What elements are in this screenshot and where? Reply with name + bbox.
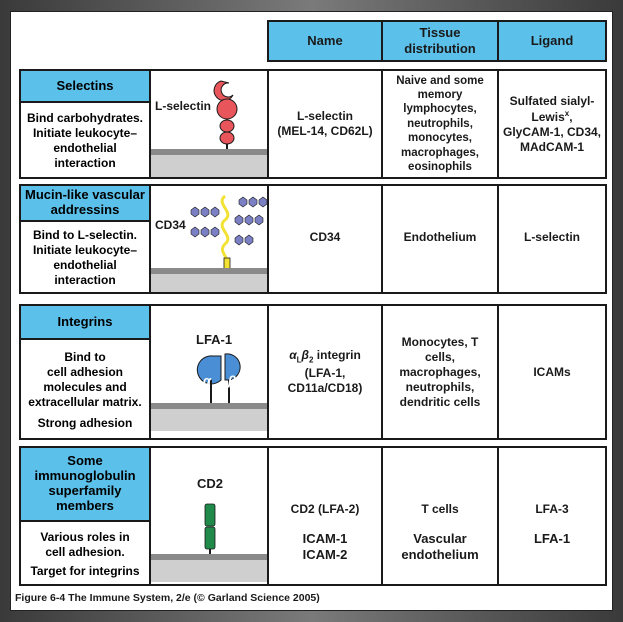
row-integrins-label: Integrins Bind to cell adhesion molecule… [19, 304, 151, 440]
ligand-lfa1: ICAMs [497, 304, 607, 440]
cell-membrane [151, 403, 267, 431]
name-selectin: L-selectin (MEL-14, CD62L) [267, 69, 383, 179]
tissue-text: Monocytes, T cells, macrophages, neutrop… [399, 334, 481, 409]
tissue-text: Naive and some memory lymphocytes, neutr… [396, 74, 484, 173]
molecule-cd2-cell: CD2 [149, 446, 269, 586]
category-integrins: Integrins [21, 306, 149, 340]
name-line: (LFA-1, [304, 365, 346, 380]
name-integrin: αLβ2 integrin [289, 348, 361, 365]
ligand-line: LFA-1 [533, 531, 571, 546]
desc-line: Strong adhesion [37, 415, 133, 430]
cell-membrane [151, 149, 267, 177]
header-ligand: Ligand [497, 20, 607, 62]
ligand-line: GlyCAM-1, CD34, [502, 124, 602, 139]
name-lfa1: αLβ2 integrin (LFA-1, CD11a/CD18) [267, 304, 383, 440]
desc-line: interaction [54, 273, 116, 287]
molecule-label-cd34: CD34 [155, 218, 186, 232]
name-cd2: CD2 (LFA-2) ICAM-1 ICAM-2 [267, 446, 383, 586]
ligand-lewis: Lewis [531, 109, 565, 124]
ligand-line: Sulfated sialyl- [509, 93, 595, 108]
desc-line: Bind to L-selectin. [32, 228, 137, 242]
ligand-cd34: L-selectin [497, 184, 607, 294]
ligand-line: MAdCAM-1 [520, 139, 584, 154]
ligand-sup: x [564, 108, 570, 118]
ligand-line: LFA-3 [535, 502, 569, 516]
molecule-label-selectin: L-selectin [155, 99, 212, 113]
header-name: Name [267, 20, 383, 62]
molecule-lfa1-cell: LFA-1 α β [149, 304, 269, 440]
name-line: CD11a/CD18) [287, 380, 363, 395]
molecule-label-cd2: CD2 [197, 476, 224, 491]
name-line: ICAM-2 [302, 547, 348, 563]
desc-line: cell adhesion [46, 364, 124, 379]
category-selectins: Selectins [21, 71, 149, 103]
ligand-cd2: LFA-3 LFA-1 [497, 446, 607, 586]
tissue-lfa1: Monocytes, T cells, macrophages, neutrop… [381, 304, 499, 440]
name-line: ICAM-1 [302, 531, 348, 546]
desc-line: Target for integrins [30, 563, 140, 578]
beta-label: β [228, 373, 237, 388]
cell-membrane [151, 268, 267, 292]
molecule-label-lfa1: LFA-1 [196, 332, 233, 347]
name-rest: integrin [313, 348, 361, 363]
desc-line: Initiate leukocyte– [32, 243, 138, 257]
desc-line: interaction [54, 156, 116, 170]
header-tissue-text: Tissue distribution [404, 24, 476, 56]
tissue-cd34: Endothelium [381, 184, 499, 294]
sub: 2 [309, 355, 314, 365]
lfa1-integrin-icon [196, 353, 241, 420]
header-tissue: Tissue distribution [381, 20, 499, 62]
description-integrins: Bind to cell adhesion molecules and extr… [21, 340, 149, 440]
row-selectins-label: Selectins Bind carbohydrates. Initiate l… [19, 69, 151, 179]
molecule-selectin-cell: L-selectin [149, 69, 269, 179]
ligand-selectin: Sulfated sialyl- Lewisx, GlyCAM-1, CD34,… [497, 69, 607, 179]
row-mucin-label: Mucin-like vascular addressins Bind to L… [19, 184, 151, 294]
sub: L [296, 355, 302, 365]
description-ig: Various roles in cell adhesion. Target f… [21, 522, 149, 586]
desc-line: endothelial [53, 258, 117, 272]
description-selectins: Bind carbohydrates. Initiate leukocyte– … [21, 103, 149, 179]
category-mucin: Mucin-like vascular addressins [21, 186, 149, 222]
desc-line: Initiate leukocyte– [32, 126, 138, 140]
name-line: CD2 (LFA-2) [290, 502, 360, 516]
cell-membrane [151, 554, 267, 582]
tissue-line: endothelium [401, 547, 479, 563]
desc-line: extracellular matrix. [28, 394, 142, 409]
desc-line: Bind to [64, 349, 106, 364]
name-text: L-selectin (MEL-14, CD62L) [277, 109, 373, 138]
description-mucin: Bind to L-selectin. Initiate leukocyte– … [21, 222, 149, 294]
greek: β [301, 348, 309, 363]
desc-line: molecules and [43, 379, 127, 394]
tissue-selectin: Naive and some memory lymphocytes, neutr… [381, 69, 499, 179]
category-ig: Some immunoglobulin superfamily members [21, 448, 149, 522]
row-ig-label: Some immunoglobulin superfamily members … [19, 446, 151, 586]
desc-line: cell adhesion. [45, 544, 125, 559]
greek: α [289, 348, 297, 363]
molecule-cd34-cell: CD34 [149, 184, 269, 294]
desc-line: Bind carbohydrates. [26, 111, 144, 125]
figure-panel: Name Tissue distribution Ligand Selectin… [10, 11, 613, 611]
desc-line: Various roles in [40, 529, 130, 544]
figure-caption: Figure 6-4 The Immune System, 2/e (© Gar… [15, 592, 320, 604]
alpha-label: α [203, 373, 212, 388]
tissue-line: Vascular [413, 531, 467, 546]
tissue-cd2: T cells Vascular endothelium [381, 446, 499, 586]
ligand-line: Lewisx, [531, 108, 573, 124]
name-cd34: CD34 [267, 184, 383, 294]
desc-line: endothelial [53, 141, 117, 155]
tissue-line: T cells [421, 502, 459, 516]
